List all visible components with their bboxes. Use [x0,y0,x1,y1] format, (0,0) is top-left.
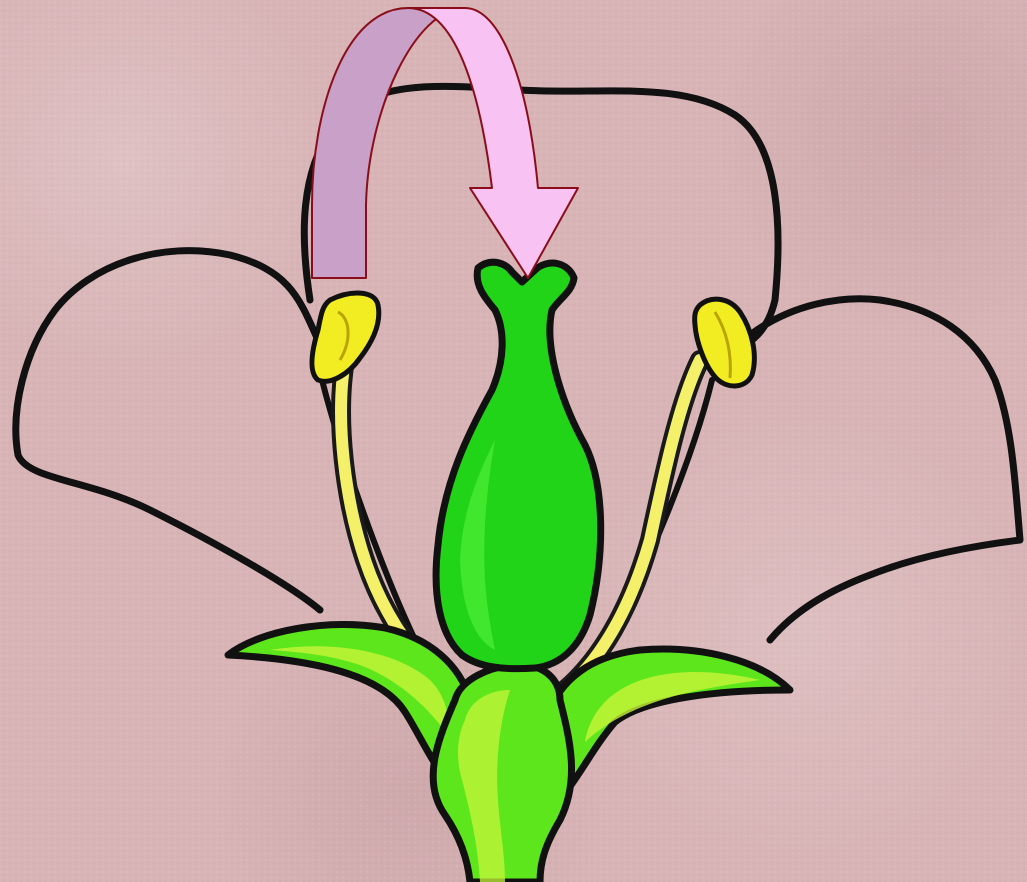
diagram-canvas [0,0,1027,882]
flower-diagram [0,0,1027,882]
